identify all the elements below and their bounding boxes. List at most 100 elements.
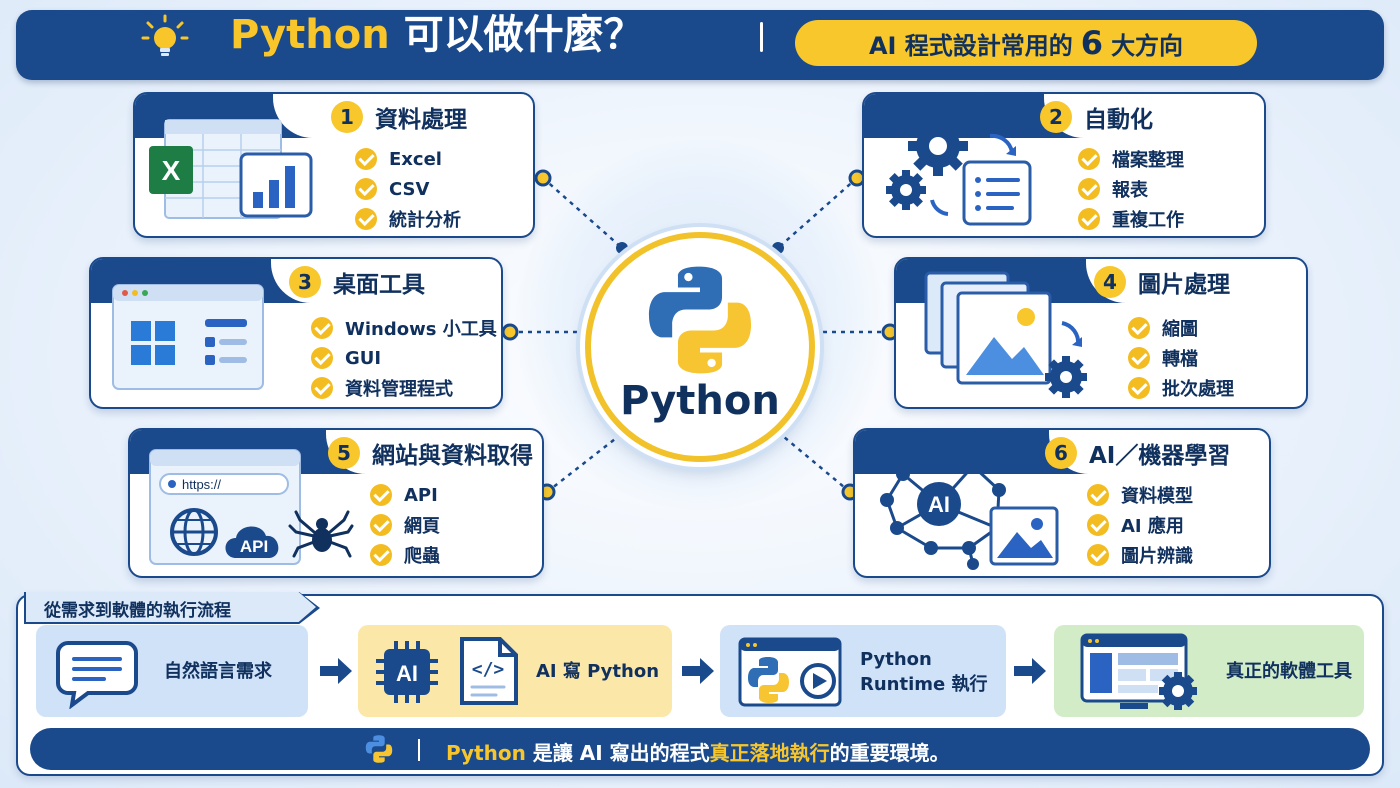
flow-step-real-software: 真正的軟體工具 [1054,625,1364,717]
flow-step-3-line2: Runtime 執行 [860,674,988,695]
flow-step-runtime: Python Runtime 執行 [720,625,1006,717]
check-icon [1128,317,1150,339]
footer-part2: 是讓 AI 寫出的程式 [525,741,710,765]
code-file-icon: </> [460,637,518,705]
list-item: 檔案整理 [1078,144,1184,174]
list-item: 圖片辨識 [1087,540,1193,570]
check-icon [355,148,377,170]
card-3-title: 桌面工具 [333,272,425,298]
browser-api-spider-icon: https:// API [149,449,354,565]
subtitle-pre: AI 程式設計常用的 [868,31,1073,60]
footer-part4: 的重要環境。 [829,741,950,765]
check-icon [370,514,392,536]
flow-step-3-label: Python Runtime 執行 [860,647,988,697]
check-icon [1128,347,1150,369]
flow-step-3-line1: Python [860,649,932,670]
title-divider [760,22,763,52]
chip-text: AI [396,661,418,686]
card-data-processing: 1 資料處理 Excel CSV 統計分析 X [133,92,535,238]
card-6-title: AI／機器學習 [1089,443,1231,469]
flow-arrow-icon [1014,658,1046,684]
check-icon [1128,377,1150,399]
card-4-number: 4 [1094,266,1126,298]
title-python: Python [230,12,390,58]
card-6-number: 6 [1045,437,1077,469]
flow-step-ai-writes: AI </> AI 寫 Python [358,625,672,717]
card-desktop-tools: 3 桌面工具 Windows 小工具 GUI 資料管理程式 [89,257,503,409]
list-item: 縮圖 [1128,313,1234,343]
check-icon [370,544,392,566]
code-glyph: </> [472,659,505,680]
list-item: AI 應用 [1087,510,1193,540]
list-item: 網頁 [370,510,440,540]
check-icon [355,178,377,200]
lightbulb-icon [141,14,189,56]
list-item: CSV [355,174,461,204]
check-icon [1087,484,1109,506]
check-icon [355,208,377,230]
flow-step-4-label: 真正的軟體工具 [1226,661,1352,682]
footer-message: Python 是讓 AI 寫出的程式真正落地執行的重要環境。 [446,737,950,766]
card-2-title: 自動化 [1084,107,1153,133]
footer-bar [30,728,1370,770]
card-image-processing: 4 圖片處理 縮圖 轉檔 批次處理 [894,257,1308,409]
subtitle-number: 6 [1080,24,1104,62]
card-4-title: 圖片處理 [1138,272,1230,298]
check-icon [1078,208,1100,230]
card-3-items: Windows 小工具 GUI 資料管理程式 [311,313,497,403]
check-icon [1078,148,1100,170]
card-5-heading: 5 網站與資料取得 [328,436,533,470]
card-1-number: 1 [331,101,363,133]
python-logo-icon [648,266,752,374]
card-ai-ml: 6 AI／機器學習 資料模型 AI 應用 圖片辨識 AI [853,428,1271,578]
flow-arrow-icon [320,658,352,684]
flow-arrow-icon [682,658,714,684]
list-item: 資料管理程式 [311,373,497,403]
python-small-logo-icon [365,735,393,763]
desktop-window-icon [112,284,264,390]
check-icon [311,347,333,369]
list-item: API [370,480,440,510]
runtime-window-icon [738,637,842,707]
footer-python: Python [446,741,526,765]
card-2-items: 檔案整理 報表 重複工作 [1078,144,1184,234]
card-4-items: 縮圖 轉檔 批次處理 [1128,313,1234,403]
card-3-heading: 3 桌面工具 [289,265,425,299]
subtitle-pill: AI 程式設計常用的 6 大方向 [795,20,1257,66]
check-icon [1087,544,1109,566]
list-item: 批次處理 [1128,373,1234,403]
list-item: 爬蟲 [370,540,440,570]
neural-brain-image-icon: AI [880,453,1059,570]
footer-divider [418,739,420,761]
stacked-images-gear-icon [924,271,1087,398]
list-item: 統計分析 [355,204,461,234]
flow-tag [26,592,316,622]
card-2-heading: 2 自動化 [1040,100,1153,134]
flow-step-2-label: AI 寫 Python [536,661,660,682]
card-web-data: 5 網站與資料取得 API 網頁 爬蟲 https:// API [128,428,544,578]
python-center-label: Python [620,378,780,424]
list-item: Windows 小工具 [311,313,497,343]
card-5-title: 網站與資料取得 [372,443,533,469]
check-icon [311,317,333,339]
flow-step-1-label: 自然語言需求 [164,661,272,682]
url-text: https:// [182,477,221,492]
flow-title: 從需求到軟體的執行流程 [44,601,231,621]
check-icon [311,377,333,399]
excel-letter: X [162,155,181,186]
check-icon [1078,178,1100,200]
ai-chip-icon: AI [376,641,438,703]
list-item: 報表 [1078,174,1184,204]
page-title: Python 可以做什麼？ [230,15,644,55]
ai-node-text: AI [928,492,950,517]
list-item: Excel [355,144,461,174]
card-6-heading: 6 AI／機器學習 [1045,436,1230,470]
chat-bubble-icon [56,641,138,709]
card-6-items: 資料模型 AI 應用 圖片辨識 [1087,480,1193,570]
card-1-title: 資料處理 [375,107,467,133]
flow-step-natural-language: 自然語言需求 [36,625,308,717]
card-4-heading: 4 圖片處理 [1094,265,1230,299]
card-2-number: 2 [1040,101,1072,133]
card-1-items: Excel CSV 統計分析 [355,144,461,234]
list-item: GUI [311,343,497,373]
